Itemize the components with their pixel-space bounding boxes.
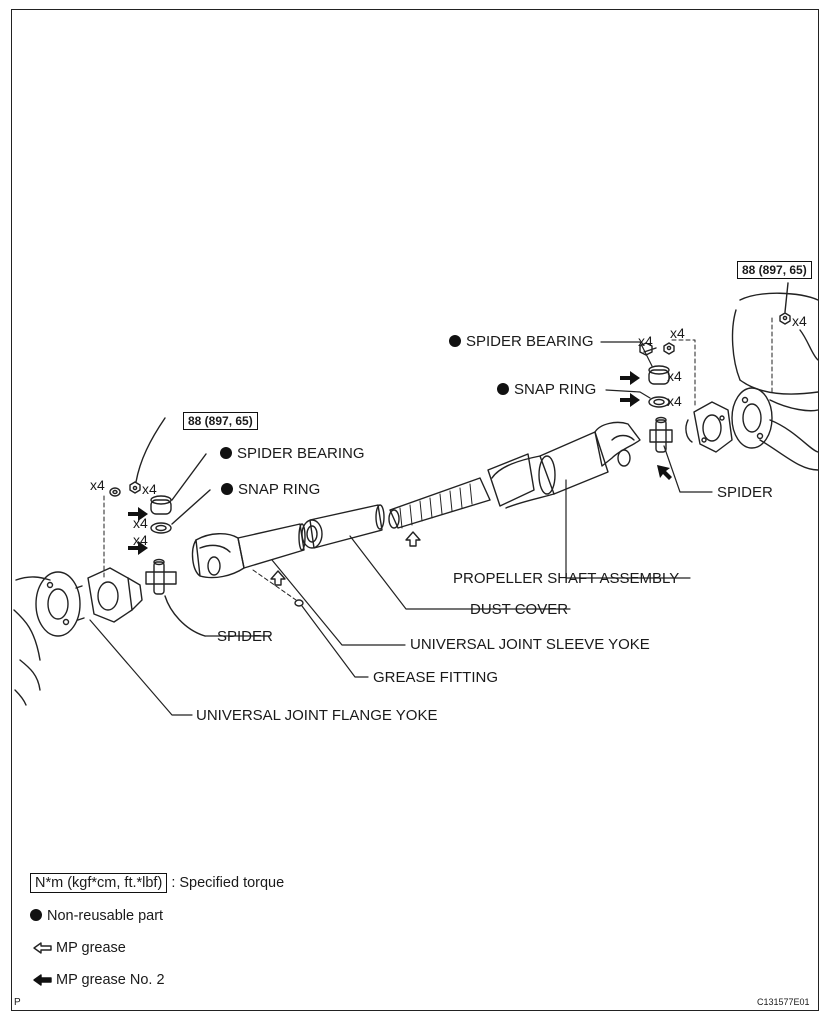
rear-snap-ring bbox=[648, 396, 670, 408]
qty-rear-bearing: x4 bbox=[667, 368, 682, 384]
torque-value-rear: 88 (897, 65) bbox=[737, 261, 812, 279]
mp-grease-arrows bbox=[270, 531, 421, 586]
legend-torque-desc: : Specified torque bbox=[171, 875, 285, 891]
qty-front-nut: x4 bbox=[142, 481, 157, 497]
rear-flange-yoke bbox=[685, 401, 733, 453]
non-reusable-dot-icon bbox=[221, 483, 233, 495]
label-sleeve-yoke: UNIVERSAL JOINT SLEEVE YOKE bbox=[410, 636, 650, 653]
label-spider-front: SPIDER bbox=[217, 628, 273, 645]
label-grease-fitting: GREASE FITTING bbox=[373, 669, 499, 686]
spline-shaft bbox=[388, 477, 491, 529]
differential-housing bbox=[731, 292, 819, 471]
dust-cover bbox=[301, 504, 385, 549]
non-reusable-dot-icon bbox=[30, 909, 42, 921]
legend-graphics bbox=[33, 942, 52, 986]
label-dust-cover: DUST COVER bbox=[470, 601, 569, 618]
qty-rear-nut: x4 bbox=[670, 325, 685, 341]
rear-spider bbox=[649, 416, 673, 453]
rear-spider-bearing bbox=[648, 365, 670, 385]
rear-grease-no2-arrows bbox=[620, 371, 672, 480]
qty-front-bearing: x4 bbox=[133, 515, 148, 531]
front-snap-ring bbox=[150, 489, 211, 534]
rear-nut bbox=[663, 342, 675, 355]
sleeve-yoke bbox=[191, 523, 306, 579]
front-flange-yoke bbox=[87, 567, 143, 623]
label-snap-ring-front: SNAP RING bbox=[221, 482, 320, 498]
front-spider-bearing bbox=[150, 453, 207, 515]
front-washer bbox=[109, 487, 121, 497]
transfer-housing bbox=[13, 576, 51, 706]
front-spider bbox=[145, 558, 206, 637]
qty-rear-bolt: x4 bbox=[638, 333, 653, 349]
non-reusable-dot-icon bbox=[220, 447, 232, 459]
qty-front-washer: x4 bbox=[90, 477, 105, 493]
leader-lines bbox=[89, 341, 713, 716]
propeller-shaft-yoke bbox=[594, 421, 641, 467]
diagram-frame bbox=[11, 9, 819, 1011]
companion-flange bbox=[731, 387, 773, 449]
qty-front-snap-ring: x4 bbox=[133, 532, 148, 548]
label-propeller-shaft-assembly: PROPELLER SHAFT ASSEMBLY bbox=[453, 570, 680, 587]
legend-mp-grease: MP grease bbox=[56, 940, 126, 956]
label-snap-ring-rear: SNAP RING bbox=[497, 382, 596, 398]
rear-alignment-lines bbox=[671, 317, 773, 406]
rear-bolt bbox=[639, 342, 657, 356]
rear-nut-top bbox=[779, 282, 791, 325]
corner-illustration-id: C131577E01 bbox=[757, 997, 810, 1007]
front-nut bbox=[129, 417, 166, 494]
legend-non-reusable: Non-reusable part bbox=[30, 908, 163, 924]
front-grease-no2-arrows bbox=[128, 507, 148, 555]
label-spider-rear: SPIDER bbox=[717, 484, 773, 501]
front-companion-flange bbox=[35, 571, 85, 637]
label-spider-bearing-rear: SPIDER BEARING bbox=[449, 334, 594, 350]
label-flange-yoke: UNIVERSAL JOINT FLANGE YOKE bbox=[196, 707, 438, 724]
label-spider-bearing-front: SPIDER BEARING bbox=[220, 446, 365, 462]
non-reusable-dot-icon bbox=[497, 383, 509, 395]
legend-torque: N*m (kgf*cm, ft.*lbf) : Specified torque bbox=[30, 873, 285, 893]
torque-value-front: 88 (897, 65) bbox=[183, 412, 258, 430]
qty-rear-snap-ring: x4 bbox=[667, 393, 682, 409]
corner-mark-left: P bbox=[14, 997, 21, 1008]
propeller-shaft-tube bbox=[487, 431, 609, 509]
qty-rear-nut-top: x4 bbox=[792, 313, 807, 329]
grease-fitting-part bbox=[252, 569, 304, 607]
non-reusable-dot-icon bbox=[449, 335, 461, 347]
legend-mp-grease-no2: MP grease No. 2 bbox=[56, 972, 165, 988]
legend-torque-box: N*m (kgf*cm, ft.*lbf) bbox=[30, 873, 168, 893]
